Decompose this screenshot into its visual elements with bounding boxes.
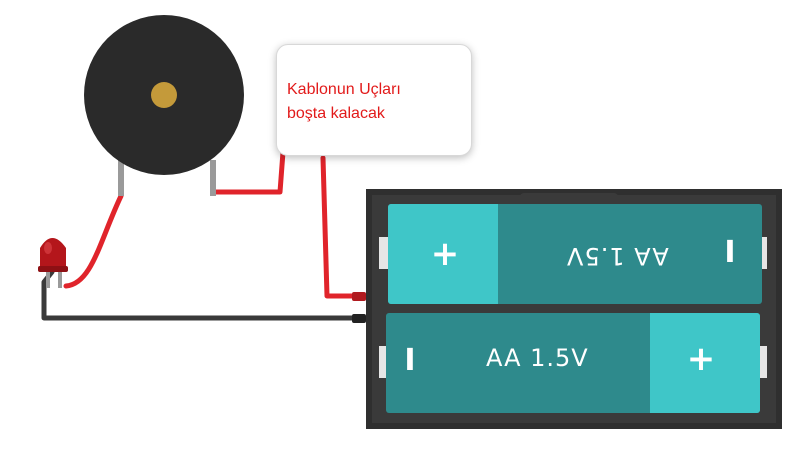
annotation-line-2: boşta kalacak (287, 105, 385, 122)
negative-terminal-top: I (724, 235, 736, 270)
battery-cell-bottom (386, 313, 760, 413)
battery-label-bottom: AA 1.5V (486, 344, 589, 372)
wires (41, 149, 359, 321)
black-wire (41, 269, 359, 321)
negative-terminal-bottom: I (404, 343, 416, 378)
red-wire-note-battery (320, 155, 359, 299)
red-wire-buzzer-led (63, 187, 124, 289)
positive-terminal-bottom: + (686, 339, 716, 379)
annotation-note: Kablonun Uçları boşta kalacak (276, 44, 472, 156)
red-led-icon (38, 238, 68, 288)
wire-connectors (352, 292, 366, 323)
battery-cell-top (388, 204, 762, 304)
battery-label-top: AA 1.5V (566, 242, 669, 270)
red-wire-buzzer-note (211, 149, 286, 195)
positive-terminal-top: + (430, 234, 460, 274)
piezo-buzzer-icon (84, 15, 244, 196)
annotation-line-1: Kablonun Uçları (287, 81, 401, 98)
